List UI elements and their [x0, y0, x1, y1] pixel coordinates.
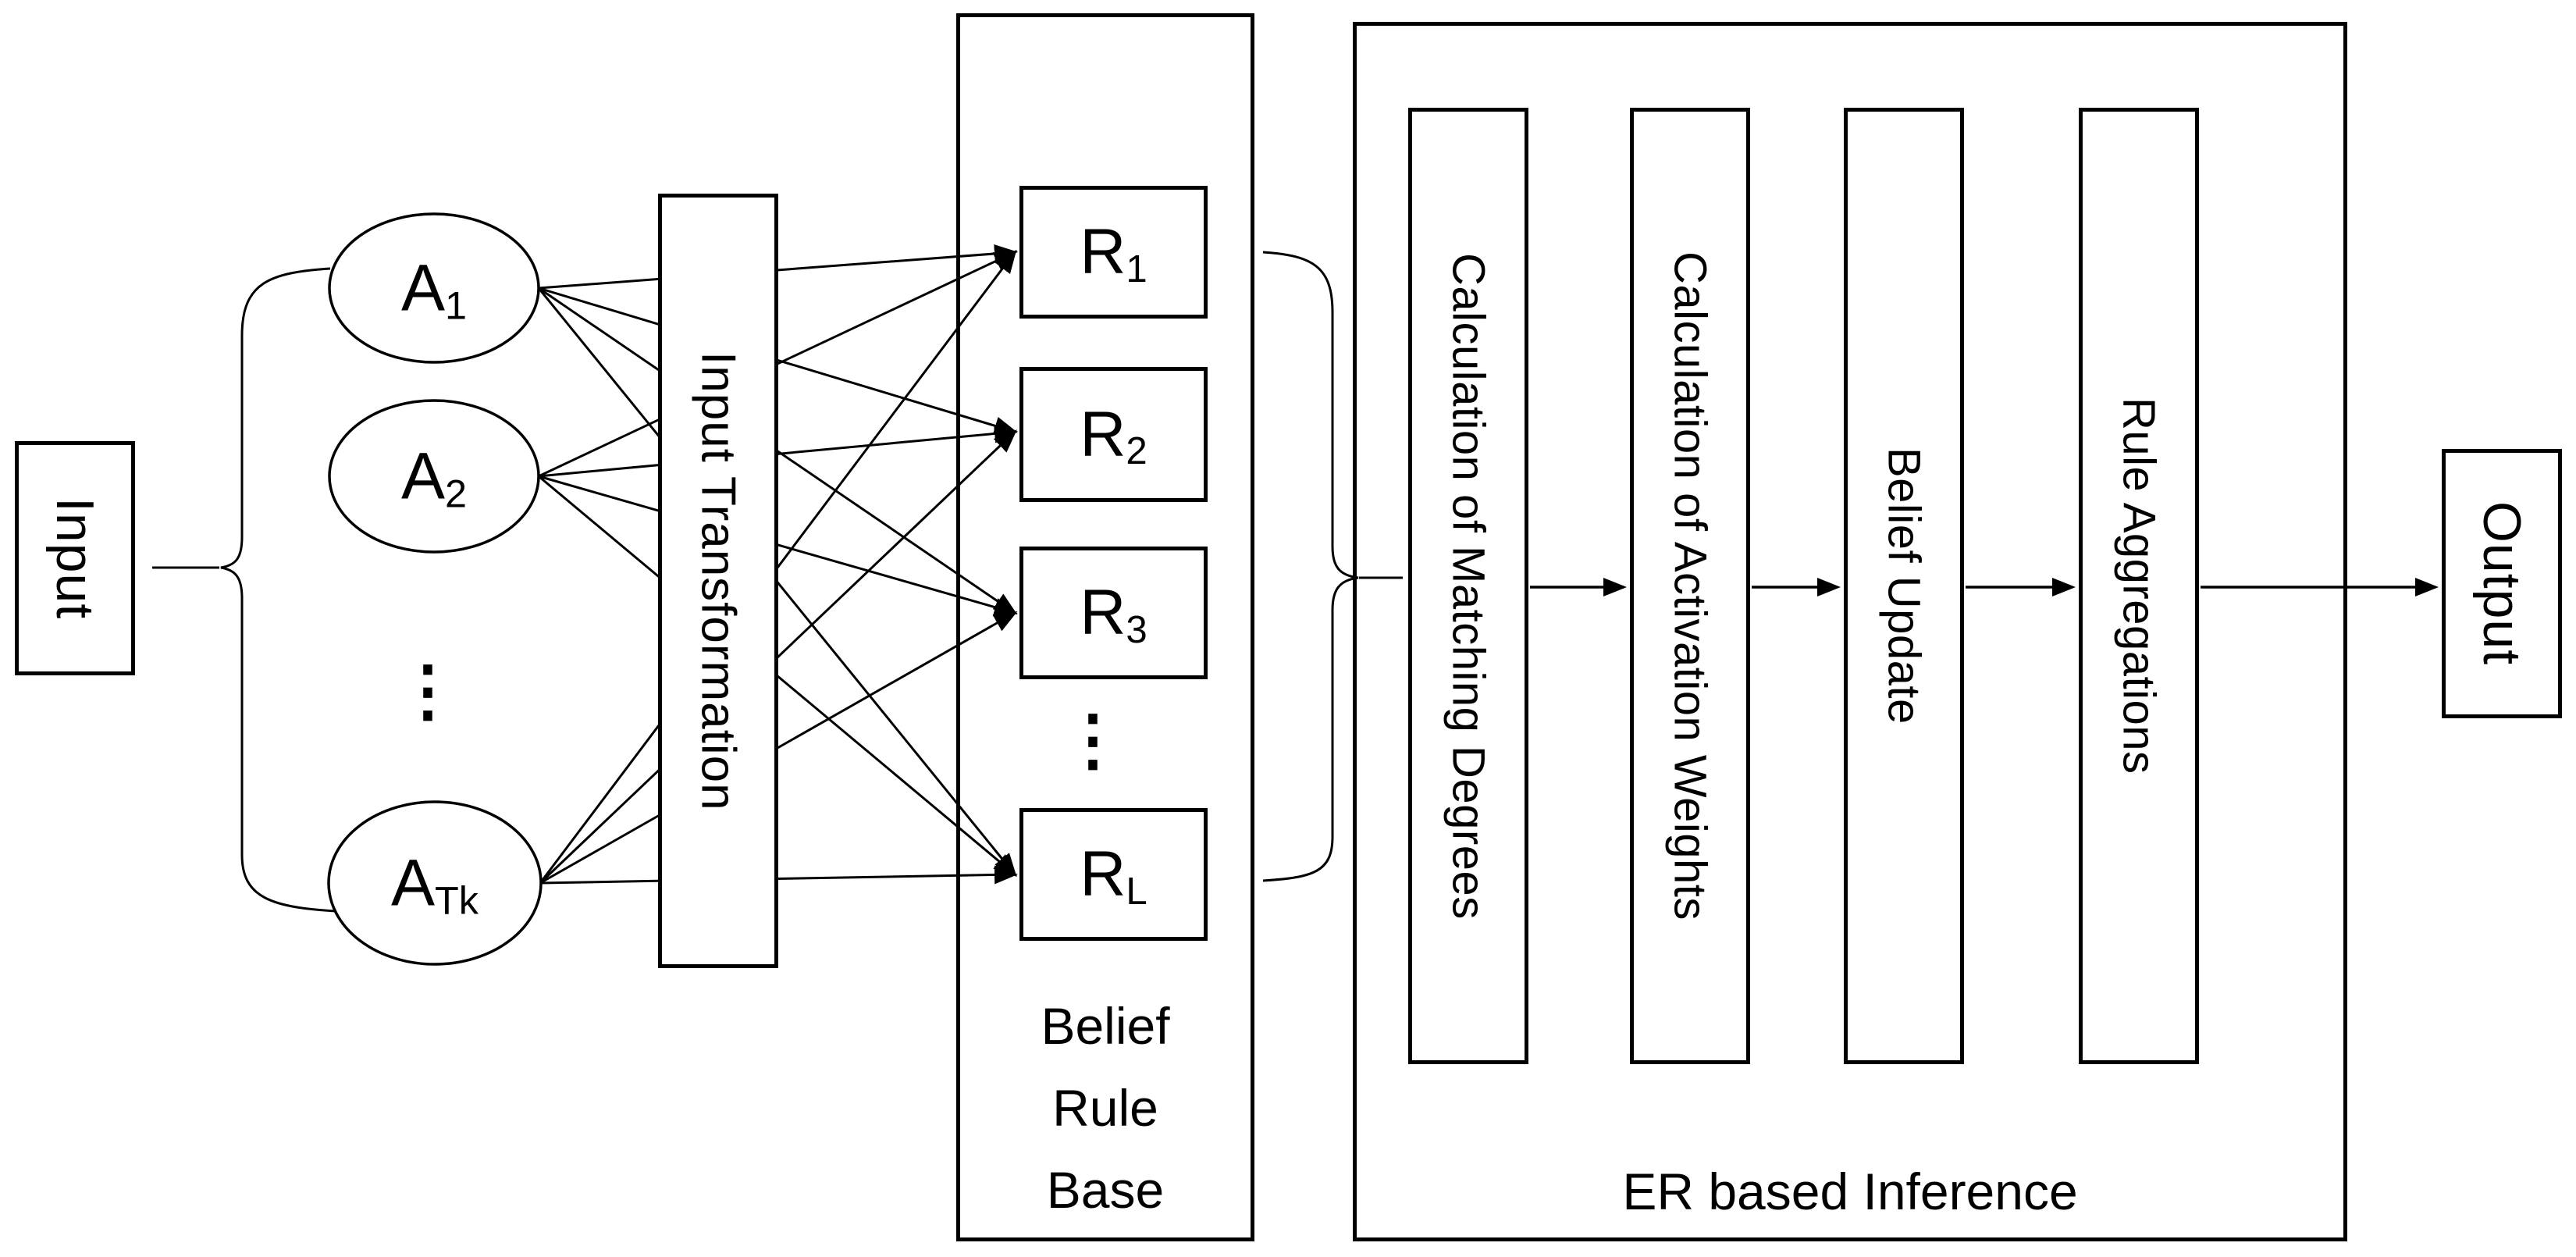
brb-title-line-3: Base	[1046, 1161, 1165, 1219]
a1-base: A	[400, 251, 445, 325]
input-transformation-box: Input Transformation	[658, 194, 778, 968]
rule-box-r1: R1	[1019, 186, 1208, 319]
a2-sub: 2	[445, 471, 468, 516]
r2-sub: 2	[1126, 429, 1147, 473]
atk-label: ATk	[390, 846, 479, 923]
antecedent-ellipsis: ⋮	[394, 653, 461, 728]
belief-rule-base-container	[956, 13, 1254, 1241]
a1-label: A1	[400, 251, 468, 328]
r2-base: R	[1080, 398, 1126, 470]
belief-rule-base-title: Belief Rule Base	[956, 985, 1254, 1231]
a1-sub: 1	[445, 283, 468, 328]
r1-label: R1	[1080, 215, 1147, 290]
er-inference-title: ER based Inference	[1622, 1163, 2078, 1220]
r1-sub: 1	[1126, 247, 1147, 290]
atk-base: A	[390, 846, 436, 920]
brb-title-line-1: Belief	[1041, 997, 1170, 1055]
rl-label: RL	[1080, 838, 1147, 913]
r2-label: R2	[1080, 398, 1147, 473]
step-label-matching-degrees: Calculation of Matching Degrees	[1443, 252, 1494, 920]
step-box-matching-degrees: Calculation of Matching Degrees	[1408, 108, 1528, 1064]
input-box: Input	[15, 441, 135, 675]
rl-base: R	[1080, 839, 1126, 910]
rule-ellipsis: ⋮	[1059, 703, 1126, 778]
r1-base: R	[1080, 216, 1126, 287]
right-brace	[1262, 251, 1359, 882]
ellipse-a2	[328, 399, 540, 554]
r3-sub: 3	[1126, 607, 1147, 651]
a2-base: A	[400, 439, 445, 513]
step-box-belief-update: Belief Update	[1844, 108, 1964, 1064]
atk-sub: Tk	[435, 878, 479, 923]
rl-sub: L	[1126, 869, 1147, 913]
ellipse-a1	[328, 212, 540, 364]
step-box-activation-weights: Calculation of Activation Weights	[1630, 108, 1750, 1064]
input-transformation-label: Input Transformation	[691, 351, 745, 811]
rule-box-r2: R2	[1019, 367, 1208, 502]
output-box: Output	[2442, 449, 2562, 718]
a2-label: A2	[400, 439, 468, 516]
antecedent-ellipses	[327, 212, 543, 966]
r3-label: R3	[1080, 576, 1147, 651]
rule-box-r3: R3	[1019, 547, 1208, 679]
ellipse-atk	[327, 800, 543, 966]
rule-box-rl: RL	[1019, 808, 1208, 941]
er-inference-container	[1353, 22, 2347, 1241]
step-label-activation-weights: Calculation of Activation Weights	[1664, 251, 1716, 920]
r3-base: R	[1080, 577, 1126, 648]
step-label-belief-update: Belief Update	[1878, 447, 1930, 725]
step-label-rule-aggregations: Rule Aggregations	[2113, 397, 2165, 774]
step-box-rule-aggregations: Rule Aggregations	[2079, 108, 2199, 1064]
input-label: Input	[45, 497, 105, 620]
brb-title-line-2: Rule	[1052, 1079, 1158, 1137]
output-label: Output	[2472, 501, 2532, 666]
left-brace	[220, 267, 336, 913]
